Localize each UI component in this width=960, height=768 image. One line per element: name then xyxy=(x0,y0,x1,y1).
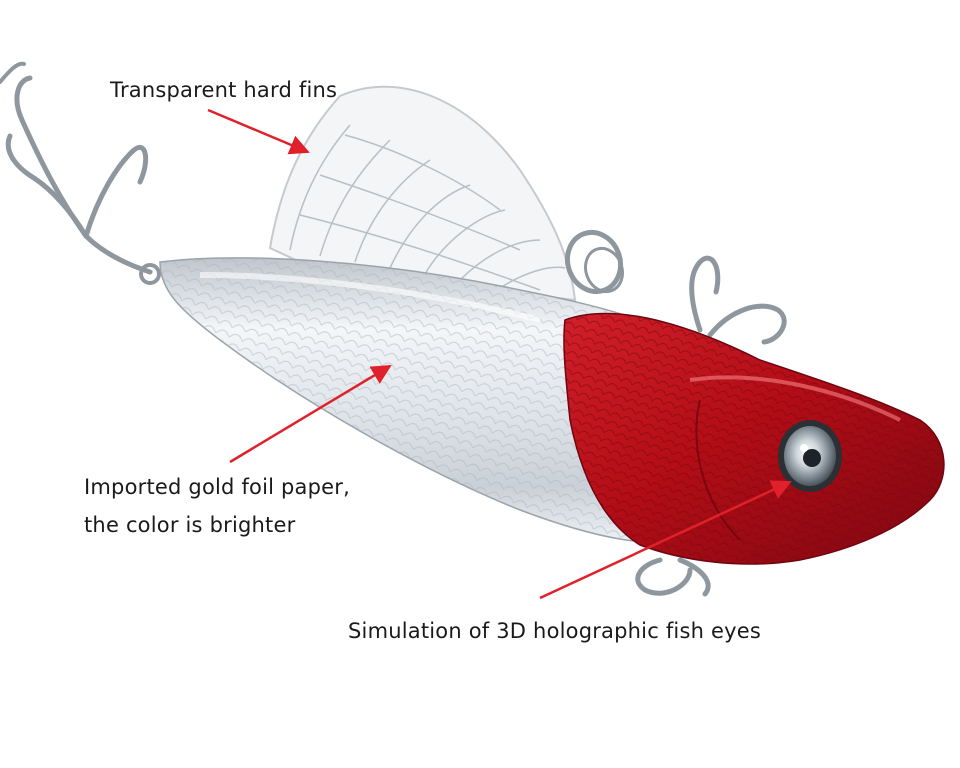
foil-annotation-line-2: the color is brighter xyxy=(84,513,296,537)
red-head xyxy=(563,312,945,565)
eyes-arrow xyxy=(539,480,792,600)
tail-treble-hook xyxy=(0,61,161,285)
foil-arrow xyxy=(229,364,392,464)
transparent-fin xyxy=(268,85,577,302)
foil-annotation-line-1: Imported gold foil paper, xyxy=(84,475,350,499)
fins-annotation: Transparent hard fins xyxy=(110,78,338,102)
fins-arrow xyxy=(207,108,310,155)
belly-treble-hook xyxy=(635,255,787,597)
top-split-ring xyxy=(565,229,625,295)
foil-annotation: Imported gold foil paper, the color is b… xyxy=(84,468,350,544)
eyes-annotation: Simulation of 3D holographic fish eyes xyxy=(348,619,761,643)
holographic-eye xyxy=(778,420,842,492)
